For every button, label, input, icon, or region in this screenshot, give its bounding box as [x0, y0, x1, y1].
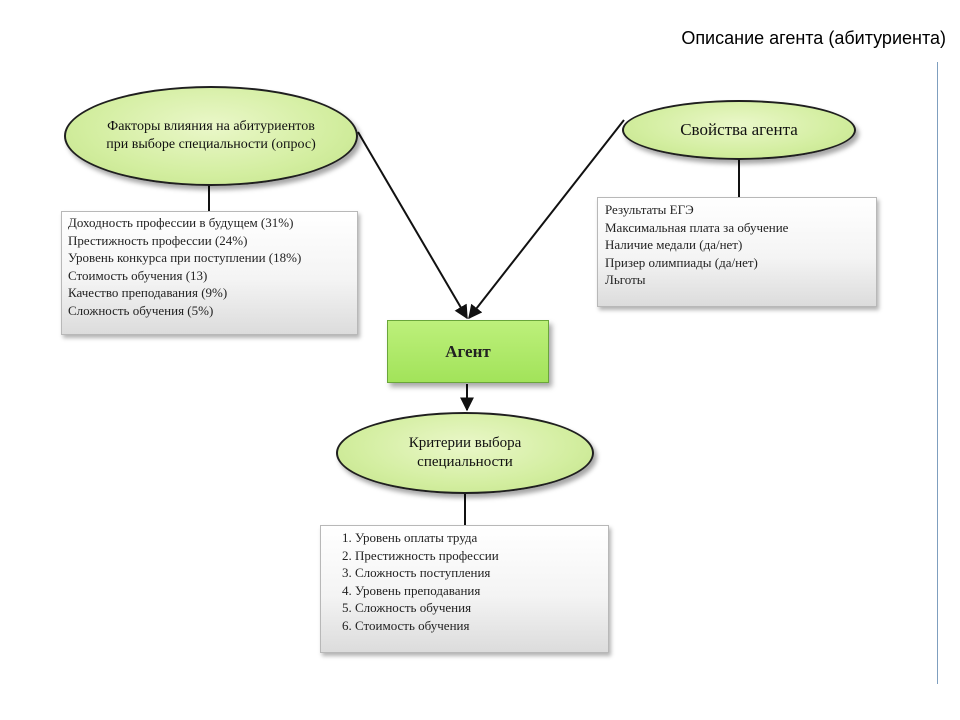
agent-label: Агент: [445, 341, 491, 361]
property-item: Призер олимпиады (да/нет): [605, 254, 758, 270]
page-title: Описание агента (абитуриента): [681, 28, 946, 48]
factor-item: Стоимость обучения (13): [68, 267, 208, 283]
properties-panel: Результаты ЕГЭ Максимальная плата за обу…: [597, 197, 877, 307]
factor-item: Качество преподавания (9%): [68, 285, 228, 300]
criteria-list: Уровень оплаты труда Престижность профес…: [327, 529, 602, 634]
factor-item: Сложность обучения (5%): [68, 302, 214, 318]
criteria-item: Стоимость обучения: [355, 617, 602, 635]
factors-title: Факторы влияния на абитуриентов при выбо…: [106, 119, 316, 152]
agent-box: Агент: [387, 320, 549, 383]
factors-ellipse: Факторы влияния на абитуриентов при выбо…: [64, 86, 358, 186]
factors-list: Доходность профессии в будущем (31%) Пре…: [68, 214, 351, 319]
factor-item: Престижность профессии (24%): [68, 232, 248, 248]
properties-list: Результаты ЕГЭ Максимальная плата за обу…: [605, 201, 869, 289]
factors-panel: Доходность профессии в будущем (31%) Пре…: [61, 211, 358, 335]
edge-properties-to-agent: [468, 119, 625, 320]
criteria-item: Сложность обучения: [355, 599, 602, 617]
criteria-item: Уровень преподавания: [355, 582, 602, 600]
criteria-item: Сложность поступления: [355, 564, 602, 582]
property-item: Наличие медали (да/нет): [605, 237, 743, 252]
criteria-item: Престижность профессии: [355, 547, 602, 565]
criteria-title: Критерии выбора специальности: [408, 435, 522, 470]
factor-item: Уровень конкурса при поступлении (18%): [68, 250, 302, 265]
properties-ellipse: Свойства агента: [622, 100, 856, 160]
edge-factors-to-agent: [357, 131, 468, 320]
criteria-item: Уровень оплаты труда: [355, 529, 602, 547]
property-item: Результаты ЕГЭ: [605, 202, 694, 217]
property-item: Льготы: [605, 272, 646, 287]
criteria-panel: Уровень оплаты труда Престижность профес…: [320, 525, 609, 653]
factor-item: Доходность профессии в будущем (31%): [68, 215, 294, 230]
properties-title: Свойства агента: [680, 120, 798, 139]
criteria-ellipse: Критерии выбора специальности: [336, 412, 594, 494]
property-item: Максимальная плата за обучение: [605, 219, 789, 235]
right-divider-line: [937, 62, 938, 684]
